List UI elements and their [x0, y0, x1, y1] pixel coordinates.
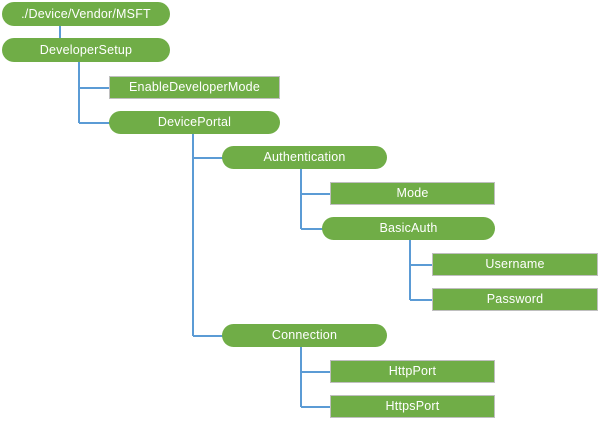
node-basicauth-label: BasicAuth: [379, 221, 438, 236]
node-root-label: ./Device/Vendor/MSFT: [21, 6, 151, 21]
node-connection-label: Connection: [271, 328, 338, 343]
node-root[interactable]: ./Device/Vendor/MSFT: [2, 2, 170, 26]
node-username[interactable]: Username: [432, 253, 598, 276]
node-deviceportal-label: DevicePortal: [157, 115, 232, 130]
node-authentication-label: Authentication: [263, 150, 346, 165]
node-mode[interactable]: Mode: [330, 182, 495, 205]
node-password[interactable]: Password: [432, 288, 598, 311]
node-enabledevelopermode-label: EnableDeveloperMode: [129, 80, 260, 95]
node-mode-label: Mode: [396, 186, 429, 201]
node-connection[interactable]: Connection: [222, 324, 387, 347]
node-httpsport-label: HttpsPort: [385, 399, 440, 414]
node-httpport[interactable]: HttpPort: [330, 360, 495, 383]
node-developersetup-label: DeveloperSetup: [39, 42, 133, 57]
node-username-label: Username: [485, 257, 545, 272]
node-deviceportal[interactable]: DevicePortal: [109, 111, 280, 134]
node-httpport-label: HttpPort: [388, 364, 437, 379]
node-password-label: Password: [486, 292, 544, 307]
node-basicauth[interactable]: BasicAuth: [322, 217, 495, 240]
node-authentication[interactable]: Authentication: [222, 146, 387, 169]
node-developersetup[interactable]: DeveloperSetup: [2, 38, 170, 62]
node-httpsport[interactable]: HttpsPort: [330, 395, 495, 418]
node-enabledevelopermode[interactable]: EnableDeveloperMode: [109, 76, 280, 99]
